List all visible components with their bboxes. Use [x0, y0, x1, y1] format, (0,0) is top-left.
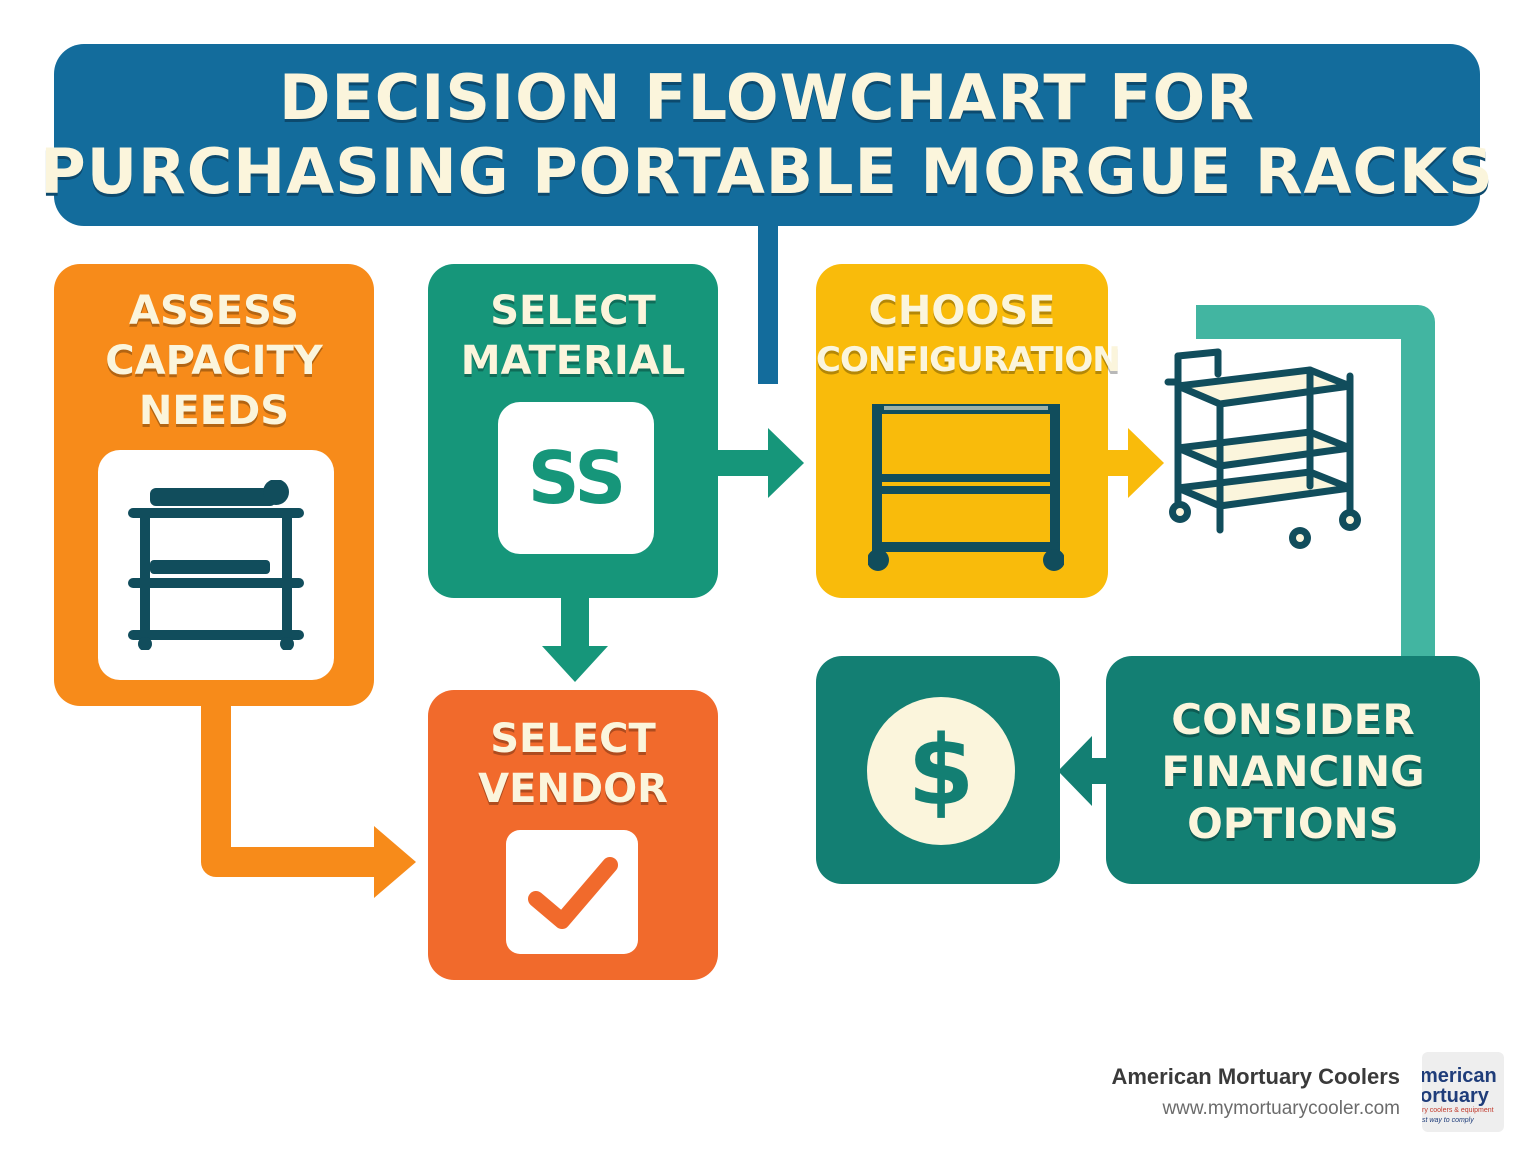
financing-label-line-2: FINANCING — [1161, 747, 1425, 796]
dollar-icon: $ — [867, 697, 1015, 845]
vendor-label-line-2: VENDOR — [478, 766, 668, 812]
svg-text:ortuary: ortuary — [1422, 1085, 1490, 1107]
financing-to-dollar-arrowhead — [1058, 736, 1092, 806]
financing-label-line-1: CONSIDER — [1171, 695, 1415, 744]
step-choose-configuration: CHOOSE CONFIGURATION — [816, 264, 1121, 598]
step-consider-financing: CONSIDER FINANCING OPTIONS — [1106, 656, 1480, 884]
footer-url[interactable]: www.mymortuarycooler.com — [1162, 1098, 1400, 1119]
assess-to-vendor-arrowhead — [374, 826, 416, 898]
svg-text:$: $ — [908, 715, 975, 827]
footer-company-name: American Mortuary Coolers — [1111, 1064, 1400, 1089]
material-to-vendor-arrowhead — [542, 646, 608, 682]
assess-label-line-2: CAPACITY — [105, 338, 323, 384]
svg-text:merican: merican — [1422, 1065, 1497, 1087]
material-label-line-1: SELECT — [490, 288, 656, 334]
title-line-1: DECISION FLOWCHART FOR — [278, 61, 1256, 134]
assess-icon-tile — [98, 450, 334, 680]
svg-text:st way to comply: st way to comply — [1422, 1117, 1474, 1124]
checkmark-icon — [528, 857, 618, 929]
material-to-configuration-arrowhead — [768, 428, 804, 498]
assess-label-line-3: NEEDS — [138, 388, 290, 434]
rack-frame-icon — [868, 404, 1064, 571]
step-financing-dollar-box: $ — [816, 656, 1060, 884]
step-select-material: SELECT MATERIAL SS — [428, 264, 718, 598]
assess-label-line-1: ASSESS — [129, 288, 299, 334]
step-select-vendor: SELECT VENDOR — [428, 690, 718, 980]
rolling-cart-icon — [1164, 348, 1361, 549]
configuration-label-line-1: CHOOSE — [868, 288, 1056, 334]
title-banner: DECISION FLOWCHART FOR PURCHASING PORTAB… — [40, 44, 1493, 226]
material-label: SELECT MATERIAL — [428, 286, 718, 386]
stainless-steel-badge: SS — [498, 402, 654, 554]
company-logo: merican ortuary ry coolers & equipment s… — [1422, 1052, 1504, 1132]
financing-label-line-3: OPTIONS — [1187, 799, 1399, 848]
material-to-configuration-connector — [716, 450, 772, 476]
vendor-label: SELECT VENDOR — [428, 714, 718, 814]
configuration-label-line-2: CONFIGURATION — [816, 340, 1121, 380]
material-badge-text: SS — [527, 436, 626, 520]
company-logo-icon: merican ortuary ry coolers & equipment s… — [1422, 1065, 1497, 1124]
title-line-2: PURCHASING PORTABLE MORGUE RACKS — [40, 135, 1494, 208]
assess-label: ASSESS CAPACITY NEEDS — [54, 286, 374, 436]
vendor-icon-tile — [506, 830, 638, 954]
assess-to-vendor-connector — [201, 700, 380, 877]
financing-label: CONSIDER FINANCING OPTIONS — [1106, 694, 1480, 850]
configuration-to-cart-connector — [1106, 450, 1132, 476]
configuration-label: CHOOSE CONFIGURATION — [816, 286, 1121, 384]
material-to-vendor-connector — [561, 590, 589, 646]
configuration-to-cart-arrowhead — [1128, 428, 1164, 498]
vendor-label-line-1: SELECT — [490, 716, 656, 762]
title-stem-connector — [758, 218, 778, 384]
loaded-rack-icon — [128, 480, 304, 650]
svg-text:ry coolers & equipment: ry coolers & equipment — [1422, 1107, 1494, 1114]
cart-to-financing-connector — [1196, 305, 1435, 662]
material-label-line-2: MATERIAL — [460, 338, 686, 384]
step-assess-capacity: ASSESS CAPACITY NEEDS — [54, 264, 374, 706]
